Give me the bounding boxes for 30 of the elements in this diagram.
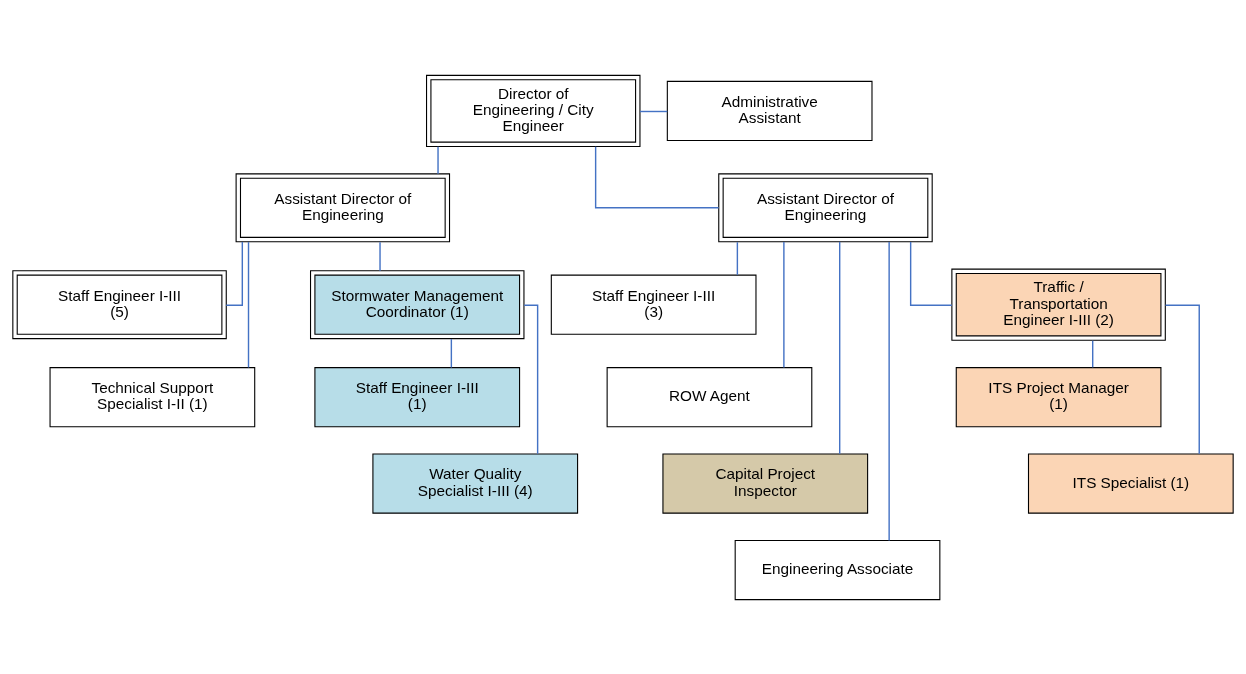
node-box: Staff Engineer I-III (1) [314,366,521,427]
node-box: Administrative Assistant [666,80,873,141]
node-box: Director of Engineering / City Engineer [426,74,641,147]
connector [379,241,381,271]
connector [437,145,439,174]
connector [225,240,244,306]
node-box: Capital Project Inspector [662,453,869,514]
connector [1164,304,1200,454]
connector [594,145,720,208]
node-box: Water Quality Specialist I-III (4) [372,453,579,514]
connector [736,241,739,276]
connector [783,240,785,368]
connector [839,240,841,454]
node-box: Staff Engineer I-III (3) [550,274,757,335]
connector [1092,339,1094,368]
node-box: Assistant Director of Engineering [235,172,451,242]
connector [639,110,668,112]
connector [888,240,890,541]
node-box: ROW Agent [606,366,813,427]
node-box: Technical Support Specialist I-II (1) [49,366,256,427]
connector [450,337,453,368]
node-box: Staff Engineer I-III (5) [12,269,227,339]
connector [247,240,250,368]
node-box: Traffic / Transportation Engineer I-III (2) [951,268,1166,341]
node-box: ITS Specialist (1) [1027,453,1234,514]
connector [909,240,953,306]
node-box: ITS Project Manager (1) [955,366,1162,427]
node-box: Assistant Director of Engineering [718,172,933,242]
node-box: Stormwater Management Coordinator (1) [310,269,525,339]
node-box: Engineering Associate [734,539,941,600]
